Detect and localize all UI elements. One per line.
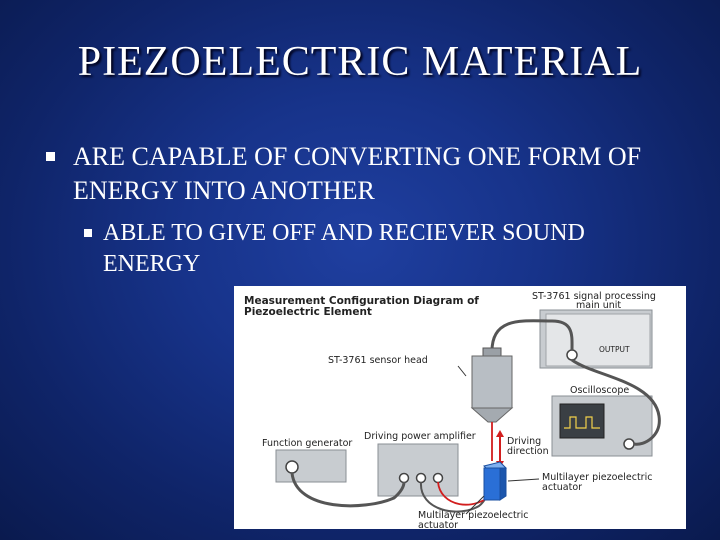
- amplifier-label: Driving power amplifier: [364, 431, 476, 442]
- sensor-head-device: [470, 347, 514, 423]
- diagram-svg: Measurement Configuration Diagram of Pie…: [244, 291, 661, 529]
- driving-direction-line2: direction: [507, 446, 549, 457]
- driving-direction-line1: Driving: [507, 436, 541, 447]
- output-cable: [571, 358, 661, 446]
- diagram-title-line1: Measurement Configuration Diagram of: [244, 295, 479, 307]
- square-bullet-icon: [84, 229, 92, 237]
- sensor-head-label: ST-3761 sensor head: [328, 355, 428, 366]
- square-bullet-icon: [46, 152, 55, 161]
- main-unit-device: [539, 309, 653, 369]
- actuator-right-line2: actuator: [542, 482, 582, 493]
- sensor-pointer-line: [457, 365, 467, 377]
- actuator-device: [483, 461, 507, 501]
- main-unit-label-line2: main unit: [576, 300, 621, 311]
- function-generator-label: Function generator: [262, 438, 352, 449]
- actuator-bottom-line1: Multilayer piezoelectric: [418, 510, 528, 521]
- oscilloscope-label: Oscilloscope: [570, 385, 629, 396]
- diagram-title-line2: Piezoelectric Element: [244, 306, 372, 318]
- measurement-diagram: Measurement Configuration Diagram of Pie…: [234, 286, 686, 529]
- bullet-2-text: ABLE TO GIVE OFF AND RECIEVER SOUND ENER…: [103, 220, 585, 277]
- function-generator-device: [275, 449, 347, 483]
- bullet-level-2: ABLE TO GIVE OFF AND RECIEVER SOUND ENER…: [84, 218, 684, 280]
- slide-title: PIEZOELECTRIC MATERIAL: [77, 39, 643, 85]
- bullet-level-1: ARE CAPABLE OF CONVERTING ONE FORM OF EN…: [46, 140, 686, 208]
- generator-cable: [290, 472, 406, 508]
- main-unit-label-line1: ST-3761 signal processing: [532, 291, 656, 302]
- sensor-cable: [490, 319, 574, 352]
- actuator-pointer-right: [507, 478, 540, 482]
- actuator-pointer-bottom: [465, 495, 485, 515]
- bullet-1-text: ARE CAPABLE OF CONVERTING ONE FORM OF EN…: [73, 142, 642, 205]
- amplifier-device: [377, 443, 459, 497]
- actuator-bottom-line2: actuator: [418, 520, 458, 529]
- output-label: OUTPUT: [599, 345, 630, 354]
- oscilloscope-device: [551, 395, 653, 457]
- actuator-right-line1: Multilayer piezoelectric: [542, 472, 652, 483]
